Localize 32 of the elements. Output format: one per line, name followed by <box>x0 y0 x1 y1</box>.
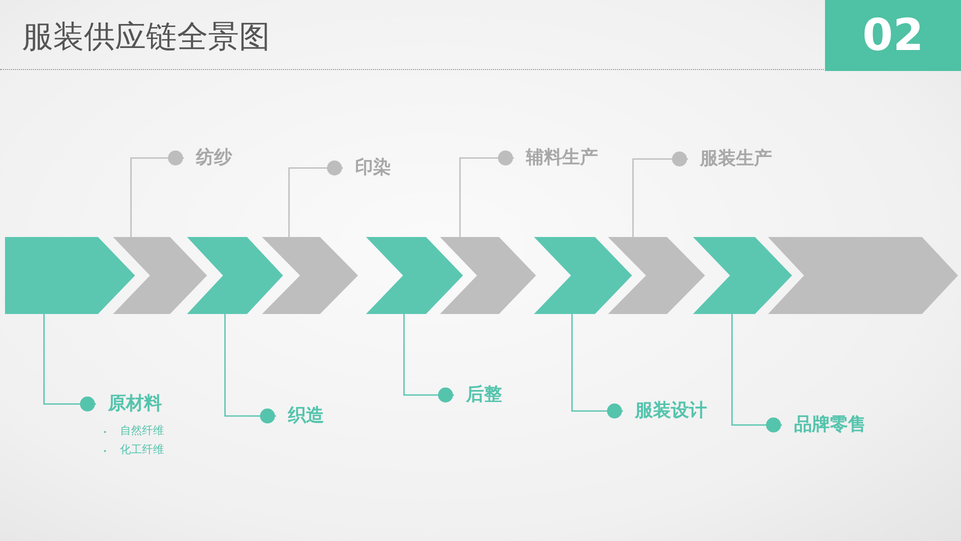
chevron-arrow-shape <box>768 237 958 314</box>
bullet-item: 化工纤维 <box>120 442 164 457</box>
chevron-arrow-shape <box>440 237 536 314</box>
leader-line <box>731 314 782 432</box>
chevron-arrow-shape <box>187 237 283 314</box>
chevron-arrow-shape <box>262 237 358 314</box>
stage-label: 服装设计 <box>623 400 707 422</box>
stage-label: 织造 <box>276 405 324 427</box>
chevron-arrow-shape <box>113 237 207 314</box>
section-number-badge: 02 <box>825 0 961 71</box>
chevron-arrow-shape <box>693 237 792 314</box>
leader-line <box>459 150 514 237</box>
chevron-arrow-shape <box>608 237 705 314</box>
leader-line <box>571 314 623 418</box>
stage-label: 纺纱 <box>184 147 232 169</box>
stage-label: 印染 <box>343 157 391 179</box>
page-title: 服装供应链全景图 <box>22 18 270 57</box>
stage-label: 服装生产 <box>688 148 772 170</box>
stage-label: 后整 <box>454 384 502 406</box>
stage-label: 品牌零售 <box>782 414 866 436</box>
chevron-arrow-shape <box>366 237 463 314</box>
stage-label: 辅料生产 <box>514 147 598 169</box>
bullet-item: 自然纤维 <box>120 423 164 438</box>
leader-line <box>130 150 184 237</box>
chevron-arrow-shape <box>534 237 632 314</box>
leader-line <box>224 314 276 424</box>
chevron-arrow-shape <box>5 237 135 314</box>
leader-line <box>43 314 96 412</box>
leader-line <box>403 314 454 402</box>
stage-label: 原材料 <box>96 393 162 415</box>
leader-line <box>632 152 688 237</box>
leader-line <box>288 160 343 237</box>
